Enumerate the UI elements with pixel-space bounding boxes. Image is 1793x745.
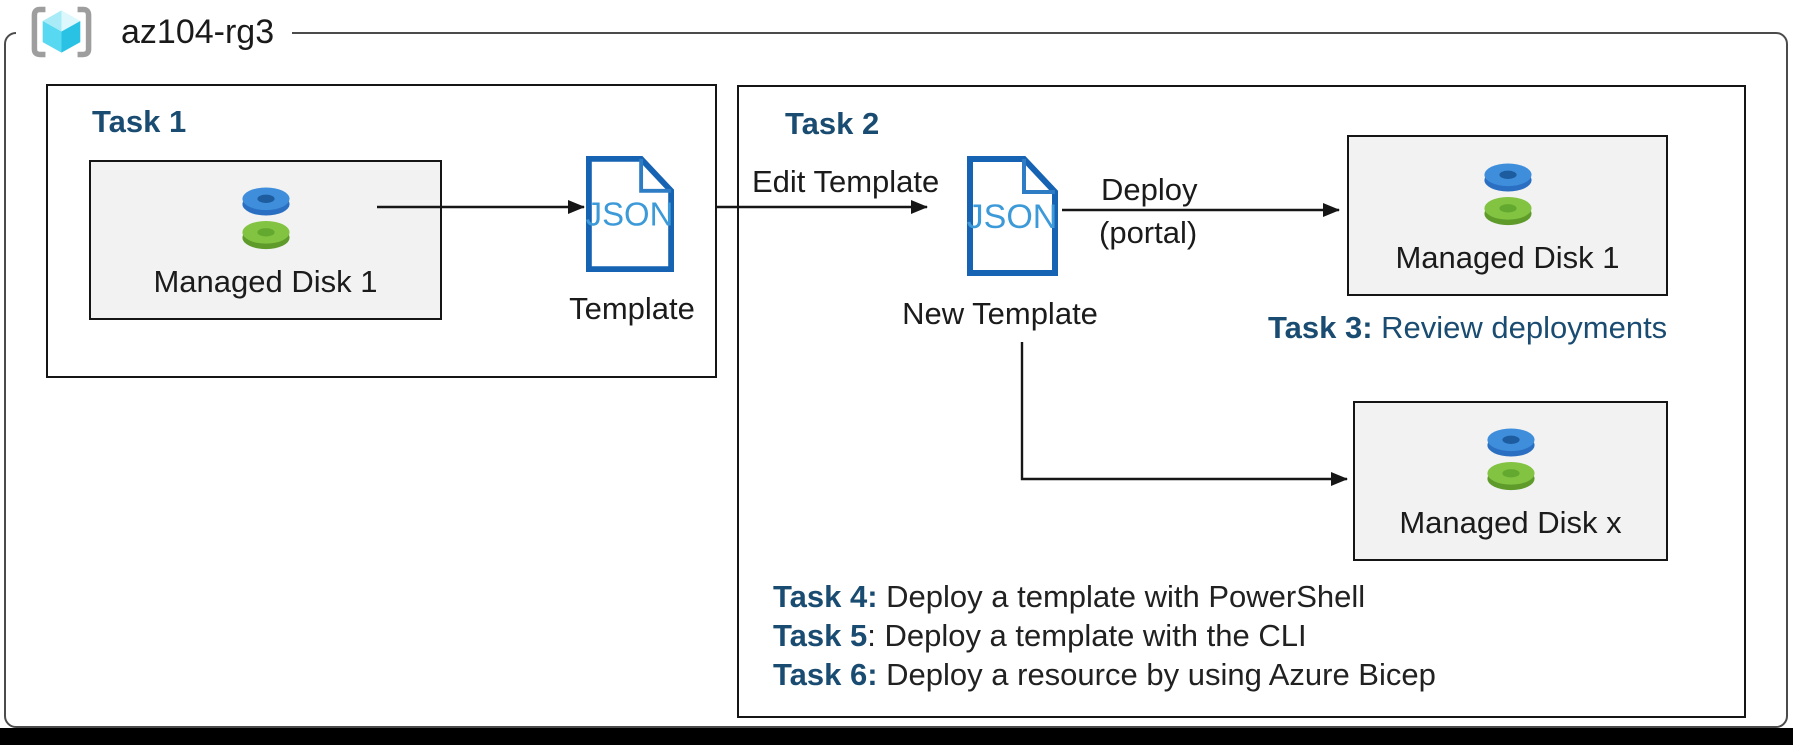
task4-prefix: Task 4:: [773, 579, 878, 614]
task5-text: : Deploy a template with the CLI: [867, 618, 1307, 653]
managed-disk-1-deployed-box: Managed Disk 1: [1347, 135, 1668, 296]
task5-line: Task 5: Deploy a template with the CLI: [773, 616, 1436, 655]
json-file-icon-new-template: JSON: [967, 156, 1058, 276]
task6-text: Deploy a resource by using Azure Bicep: [877, 657, 1436, 692]
task3-line: Task 3: Review deployments: [1268, 310, 1667, 346]
deploy-label: Deploy: [1101, 172, 1198, 207]
managed-disk-icon: [1486, 428, 1535, 491]
resource-group-header: az104-rg3: [16, 2, 293, 62]
task6-prefix: Task 6:: [773, 657, 878, 692]
json-file-icon-template: JSON: [586, 155, 675, 273]
managed-disk-x-label: Managed Disk x: [1399, 505, 1622, 540]
task5-prefix: Task 5: [773, 618, 868, 653]
task4-line: Task 4: Deploy a template with PowerShel…: [773, 577, 1436, 616]
task2-title: Task 2: [785, 106, 880, 141]
task3-prefix: Task 3:: [1268, 310, 1373, 345]
edit-template-label: Edit Template: [752, 164, 940, 199]
task1-title: Task 1: [92, 104, 187, 139]
managed-disk-1-box: Managed Disk 1: [89, 160, 442, 320]
resource-group-name: az104-rg3: [121, 12, 275, 51]
resource-group-icon: [31, 6, 92, 58]
tasks-list: Task 4: Deploy a template with PowerShel…: [773, 577, 1436, 694]
task6-line: Task 6: Deploy a resource by using Azure…: [773, 655, 1436, 694]
template-label: Template: [569, 291, 695, 326]
managed-disk-1-deployed-label: Managed Disk 1: [1395, 239, 1620, 275]
deploy-portal-label: (portal): [1099, 215, 1198, 250]
json-file-text: JSON: [586, 196, 674, 233]
new-template-label: New Template: [902, 296, 1098, 331]
task4-text: Deploy a template with PowerShell: [877, 579, 1366, 614]
managed-disk-x-box: Managed Disk x: [1353, 401, 1668, 561]
managed-disk-1-label: Managed Disk 1: [153, 264, 378, 299]
json-file-text: JSON: [967, 198, 1058, 236]
managed-disk-icon: [1483, 162, 1532, 225]
bottom-bar: [0, 728, 1793, 745]
managed-disk-icon: [241, 187, 290, 250]
task3-text: Review deployments: [1372, 310, 1668, 345]
